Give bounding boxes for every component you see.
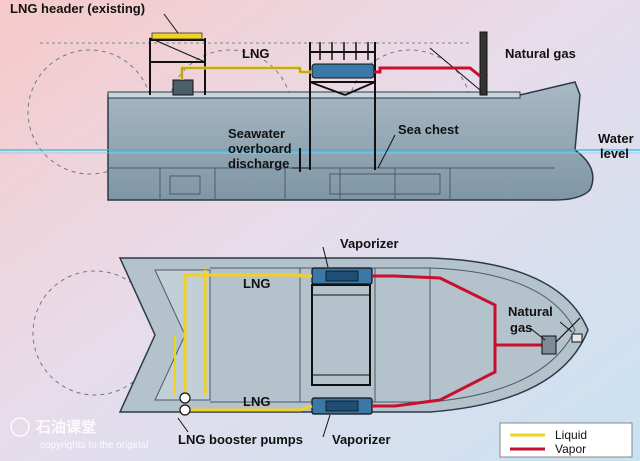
vapor-line-plan-top <box>372 274 545 347</box>
lng-liquid-line-plan-bottom <box>185 404 313 412</box>
side-elevation: LNG header (existing) LNG Natural gas Se… <box>0 1 640 201</box>
vapor-line-plan-bottom <box>372 345 497 408</box>
label-booster-pumps: LNG booster pumps <box>178 432 303 447</box>
vaporizer-tower-side <box>309 42 376 170</box>
label-lng-plan-top: LNG <box>243 276 270 291</box>
watermark: 石油课堂 copyrights to the original <box>10 417 148 451</box>
label-vaporizer-bottom: Vaporizer <box>332 432 391 447</box>
lng-header-existing <box>151 32 203 40</box>
legend-liquid-label: Liquid <box>555 428 587 442</box>
label-seawater: Seawater <box>228 126 285 141</box>
label-level: level <box>600 146 629 161</box>
watermark-logo-icon <box>10 417 30 437</box>
manifold <box>541 335 557 355</box>
label-lng-header: LNG header (existing) <box>10 1 145 16</box>
lng-liquid-line-plan-top <box>183 273 312 395</box>
label-lng-top: LNG <box>242 46 269 61</box>
label-sea-chest: Sea chest <box>398 122 459 137</box>
label-vaporizer-top: Vaporizer <box>340 236 399 251</box>
legend-vapor-label: Vapor <box>555 442 586 456</box>
hull-side <box>107 81 594 201</box>
hull-plan <box>118 257 589 413</box>
plan-view: Vaporizer LNG Natural gas LNG LNG booste… <box>32 236 589 447</box>
legend-box <box>499 422 633 458</box>
watermark-copyright: copyrights to the original <box>40 440 148 451</box>
label-natural-plan: Natural <box>508 304 553 319</box>
legend: Liquid Vapor <box>499 422 633 458</box>
booster-pump-1 <box>179 392 191 404</box>
label-gas-plan: gas <box>510 320 532 335</box>
vaporizer-unit-side <box>311 63 375 79</box>
vapor-line-side <box>374 66 481 78</box>
label-lng-plan-bottom: LNG <box>243 394 270 409</box>
label-overboard: overboard <box>228 141 292 156</box>
label-water: Water <box>598 131 634 146</box>
watermark-brand: 石油课堂 <box>35 418 96 436</box>
booster-pump-2 <box>179 404 191 416</box>
label-natural-gas-top: Natural gas <box>505 46 576 61</box>
label-discharge: discharge <box>228 156 289 171</box>
